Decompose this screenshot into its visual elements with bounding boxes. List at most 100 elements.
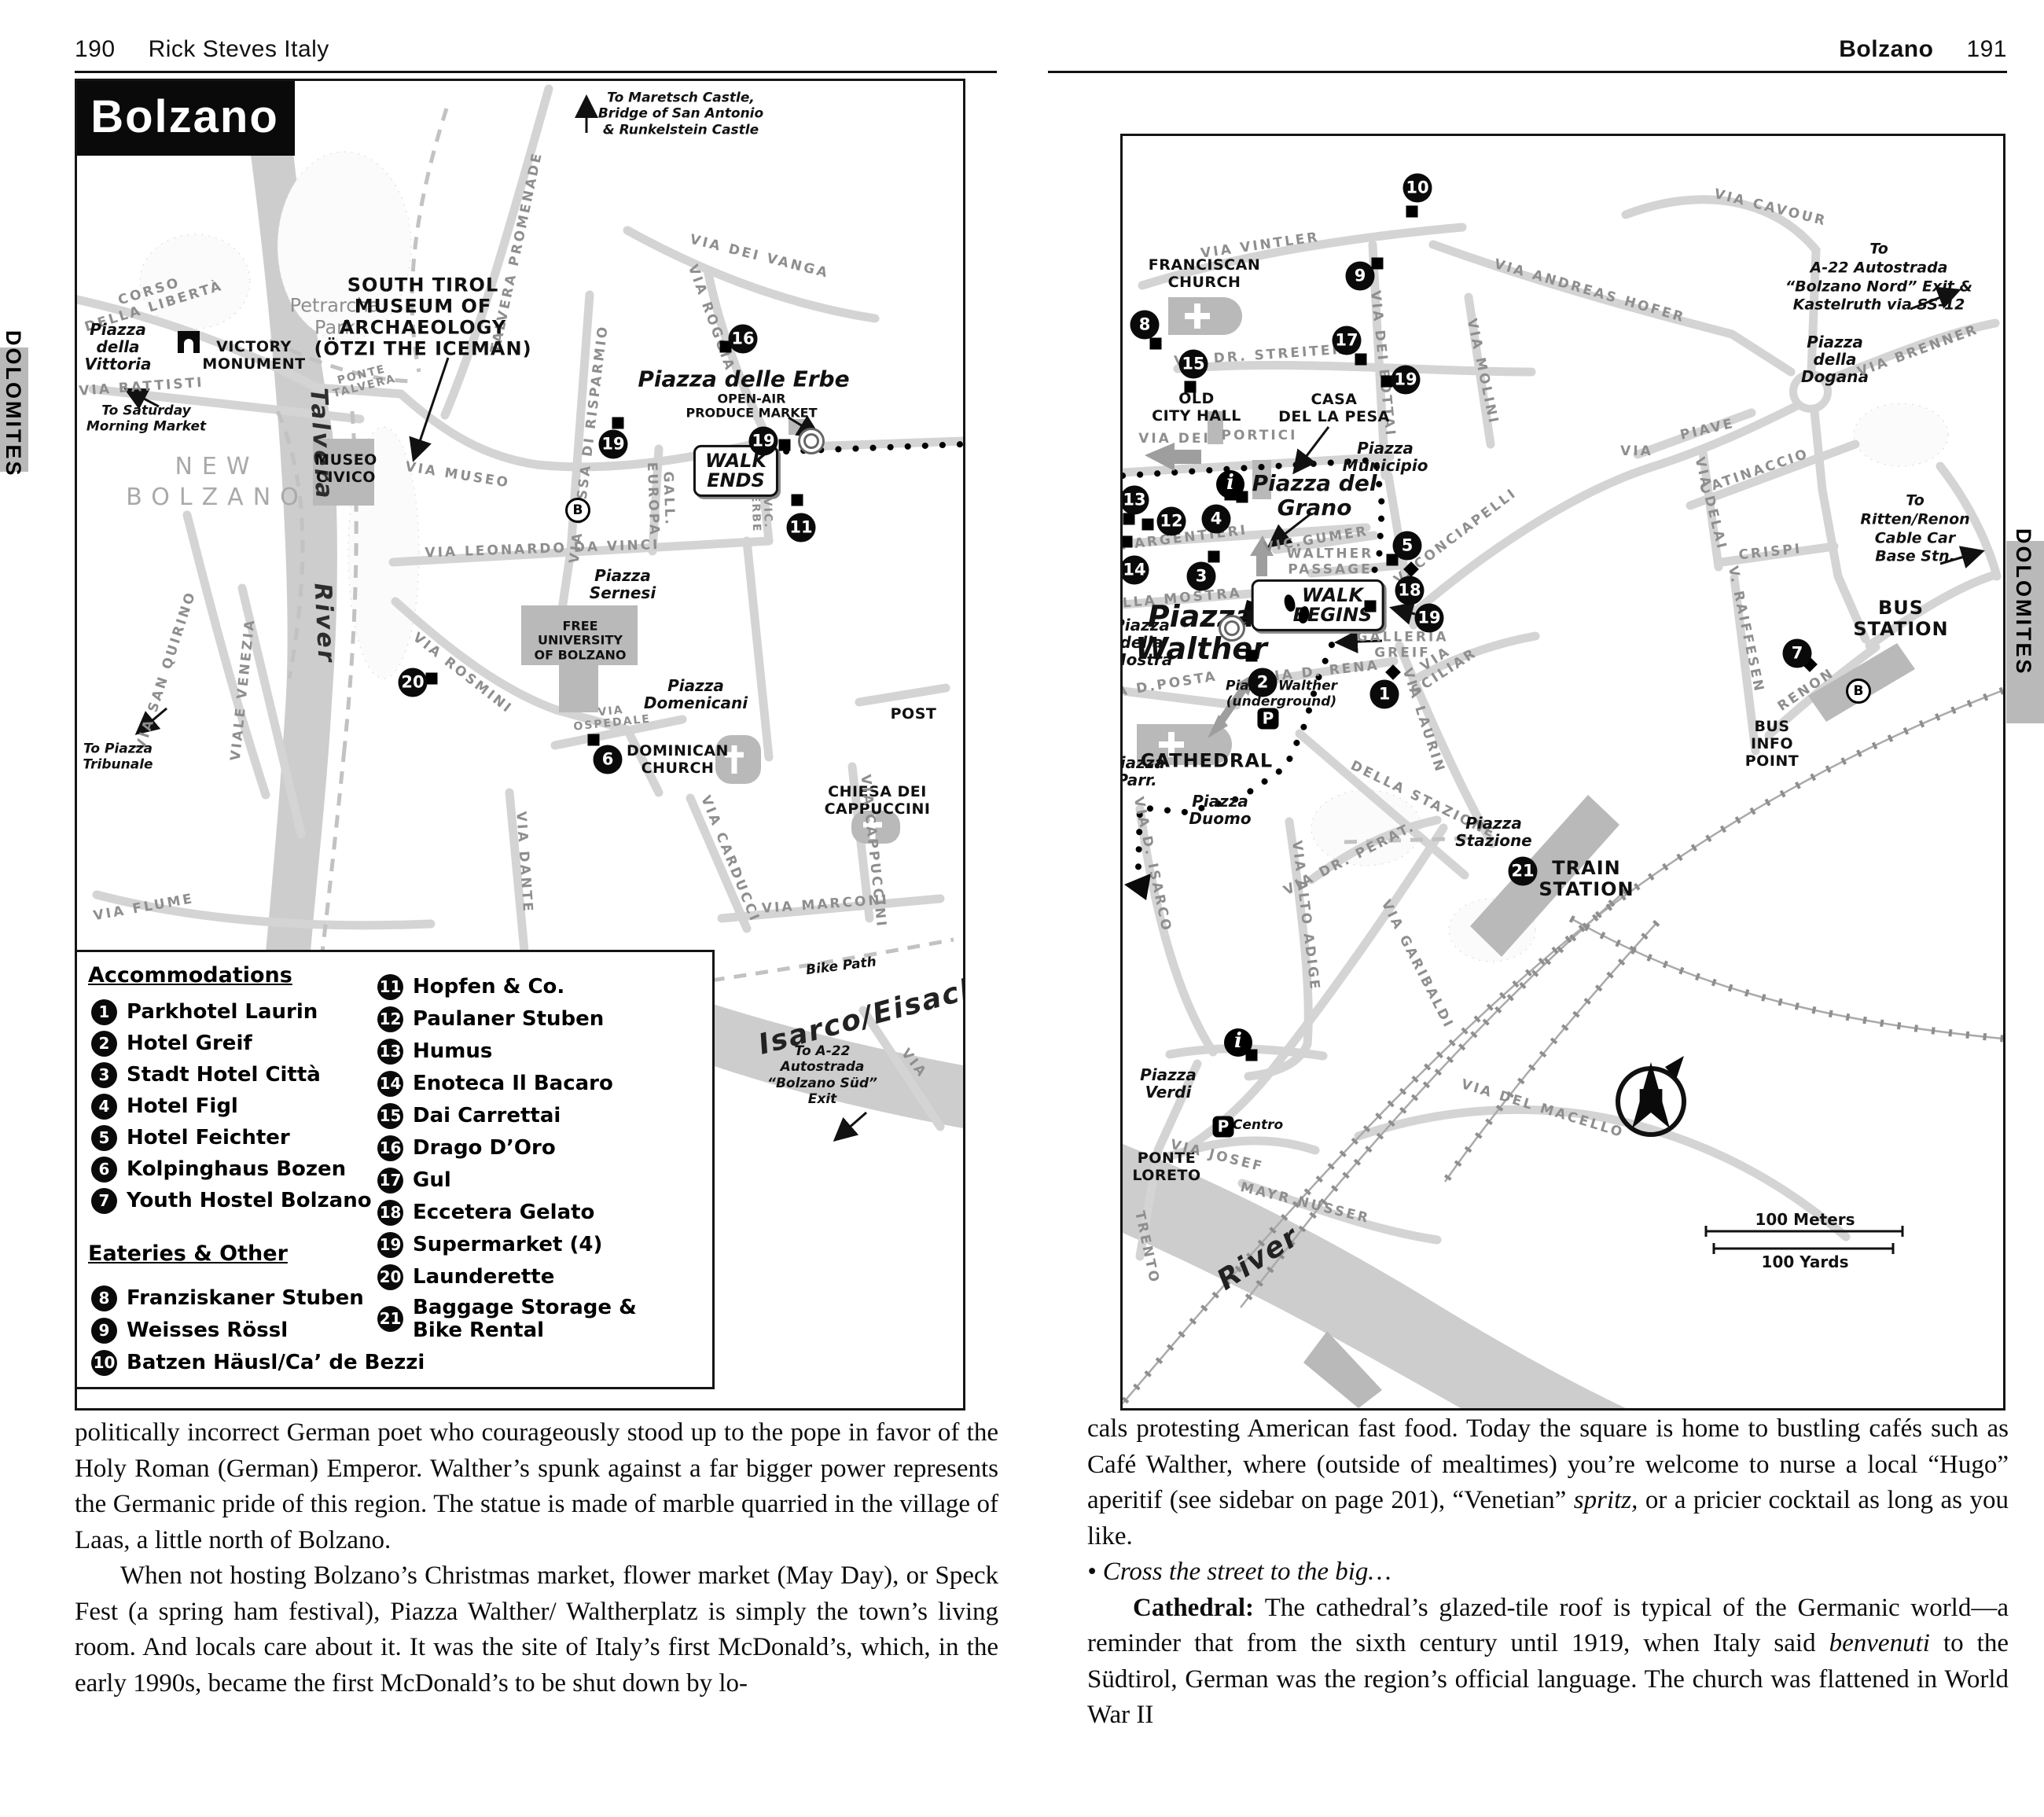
right-page-number: 191 <box>1966 36 2007 62</box>
legend-item-number: 3 <box>91 1062 117 1088</box>
bolzano-city-map: Bolzano To Maretsch Castle,Bridge of San… <box>75 79 965 1411</box>
legend-item-label: Launderette <box>413 1265 555 1289</box>
left-body-text: politically incorrect German poet who co… <box>75 1415 998 1701</box>
body-text-segment: politically incorrect German poet who co… <box>75 1418 998 1554</box>
map-marker-5: 5 <box>1392 531 1422 561</box>
map-marker-19: 19 <box>1391 365 1421 395</box>
legend-item-label: Kolpinghaus Bozen <box>127 1157 347 1182</box>
location-square <box>791 494 803 506</box>
legend-item-label: Humus <box>413 1039 493 1064</box>
map-label: POST <box>890 705 937 723</box>
location-square <box>1364 600 1377 612</box>
map-marker-18: 18 <box>1395 576 1425 605</box>
scale-bars <box>1704 1226 1904 1254</box>
body-text-segment: spritz, <box>1573 1486 1638 1515</box>
location-square <box>1208 550 1220 563</box>
map-label: PiazzaParr. <box>1120 753 1165 789</box>
location-square <box>587 734 600 746</box>
left-section-tab <box>0 348 28 472</box>
legend-item-number: 15 <box>377 1103 403 1129</box>
location-square <box>1184 381 1197 393</box>
body-paragraph: • Cross the street to the big… <box>1087 1554 2009 1591</box>
legend-item-label: Enoteca Il Bacaro <box>413 1072 613 1096</box>
tourist-info-icon: i <box>1216 470 1244 498</box>
church-crosses <box>1159 303 1210 757</box>
bus-stop-icon: B <box>565 498 590 523</box>
walk-route-dots <box>766 441 963 455</box>
location-diamond <box>1403 561 1419 577</box>
legend-item-number: 21 <box>377 1306 403 1333</box>
map-marker-12: 12 <box>1156 506 1186 536</box>
plaza-rings-icon <box>800 430 822 452</box>
location-square <box>1149 337 1162 350</box>
legend-item-label: Hopfen & Co. <box>413 975 565 999</box>
tourist-info-icon: i <box>1224 1028 1252 1057</box>
right-running-header: Bolzano 191 <box>1839 38 2007 61</box>
left-map-labels: To Maretsch Castle,Bridge of San Antonio… <box>77 81 963 1408</box>
legend-item-label: Franziskaner Stuben <box>127 1286 364 1311</box>
body-text-segment: Cathedral: <box>1133 1593 1265 1622</box>
left-sidebar-label: DOLOMITES <box>2 330 25 478</box>
legend-item-number: 18 <box>377 1200 403 1226</box>
building-shapes <box>313 419 900 844</box>
location-square <box>1245 1049 1258 1061</box>
map-marker-4: 4 <box>1201 504 1231 534</box>
map-label: PORTICI <box>1221 428 1298 444</box>
body-text-segment: cals protesting American fast food. Toda… <box>1087 1414 2009 1515</box>
location-diamond <box>1385 664 1401 680</box>
map-label: 100 Meters <box>1755 1210 1855 1229</box>
location-square <box>1386 554 1399 566</box>
legend-item-label: Gul <box>413 1168 451 1193</box>
map-marker-17: 17 <box>1332 326 1362 355</box>
location-square <box>1123 535 1133 548</box>
map-marker-20: 20 <box>398 668 428 697</box>
map-marker-19: 19 <box>748 426 778 456</box>
legend-item-number: 14 <box>377 1071 403 1097</box>
right-section-tab <box>2006 541 2044 723</box>
map-marker-19: 19 <box>598 429 628 459</box>
right-sidebar-label: DOLOMITES <box>2012 528 2035 676</box>
map-label: VIA DEI <box>1138 431 1211 447</box>
map-marker-2: 2 <box>1248 668 1278 697</box>
legend-item-label: Parkhotel Laurin <box>127 1000 318 1024</box>
location-square <box>425 672 438 685</box>
legend-item-label: Hotel Feichter <box>127 1126 290 1150</box>
plaza-rings-icon <box>1221 617 1243 639</box>
right-city-header: Bolzano <box>1839 36 1934 62</box>
compass-rose: N <box>1616 1056 1686 1137</box>
map-marker-8: 8 <box>1130 310 1160 340</box>
map-marker-7: 7 <box>1782 638 1812 668</box>
legend-item-number: 8 <box>91 1286 117 1311</box>
legend-item-label: Stadt Hotel Città <box>127 1063 321 1087</box>
svg-text:N: N <box>1637 1083 1666 1123</box>
map-marker-13: 13 <box>1123 485 1149 515</box>
